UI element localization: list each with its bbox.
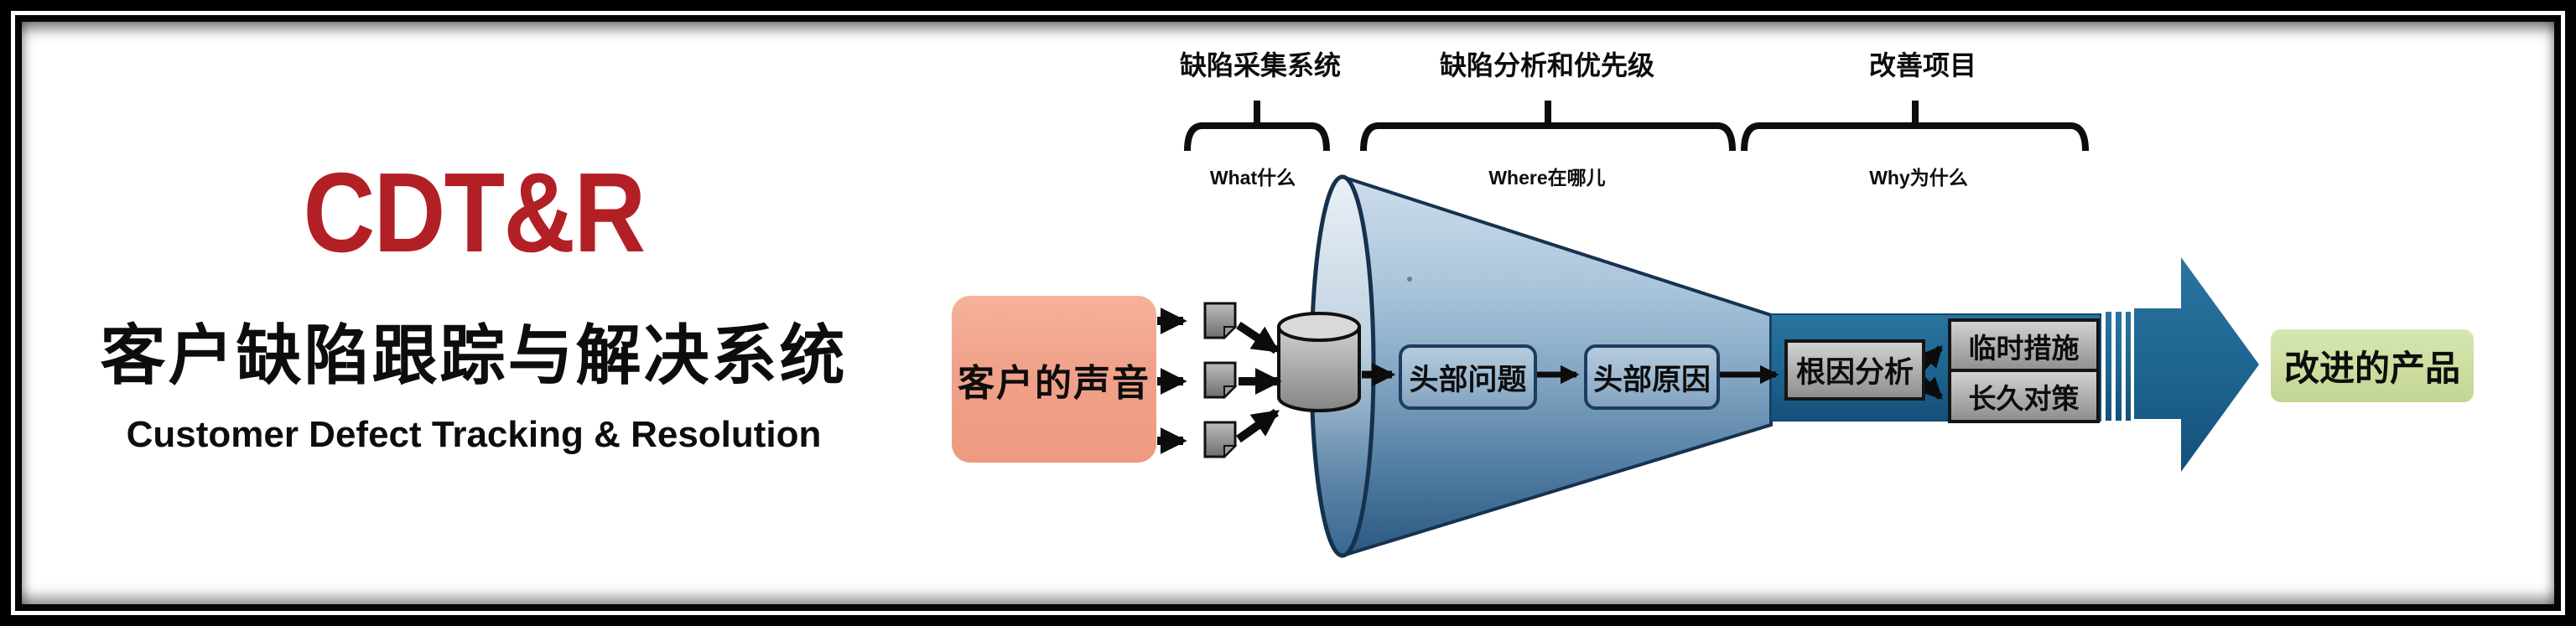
document-icon-3	[1203, 421, 1238, 459]
improved-product-box: 改进的产品	[2271, 329, 2474, 402]
title-acronym: CDT&R	[303, 148, 647, 276]
diagram-background	[22, 22, 2554, 604]
arrow-doc1-to-database	[1236, 321, 1280, 354]
root-cause-analysis-box: 根因分析	[1784, 339, 1925, 401]
brace-improvement-stage	[1741, 101, 2089, 152]
brace-analysis-stage	[1360, 101, 1736, 152]
title-english: Customer Defect Tracking & Resolution	[126, 414, 822, 455]
brace-collection-stage	[1184, 101, 1330, 152]
arrow-doc3-to-database	[1236, 408, 1280, 443]
stage-label-improvement: 改善项目	[1868, 50, 1976, 80]
stripe-3	[2126, 312, 2131, 421]
stripe-1	[2106, 312, 2111, 421]
database-cylinder-icon	[1277, 325, 1361, 412]
document-icon-2	[1203, 361, 1238, 400]
stage-question-why: Why为什么	[1869, 167, 1968, 189]
speck	[1407, 277, 1412, 282]
temporary-measures-box: 临时措施	[1948, 318, 2100, 374]
database-cylinder-top	[1277, 312, 1361, 342]
stage-label-collection: 缺陷采集系统	[1179, 50, 1341, 80]
title-chinese: 客户缺陷跟踪与解决系统	[100, 318, 848, 392]
top-problem-box: 头部问题	[1399, 344, 1537, 410]
stage-question-what: What什么	[1209, 167, 1296, 189]
voice-of-customer-box: 客户的声音	[952, 296, 1156, 463]
permanent-countermeasures-box: 长久对策	[1948, 369, 2100, 423]
document-icon-1	[1203, 302, 1238, 340]
stage-label-analysis: 缺陷分析和优先级	[1439, 50, 1654, 80]
output-arrow	[2134, 257, 2259, 472]
top-cause-box: 头部原因	[1584, 344, 1720, 410]
stripe-2	[2116, 312, 2122, 421]
stage-question-where: Where在哪儿	[1488, 167, 1606, 189]
